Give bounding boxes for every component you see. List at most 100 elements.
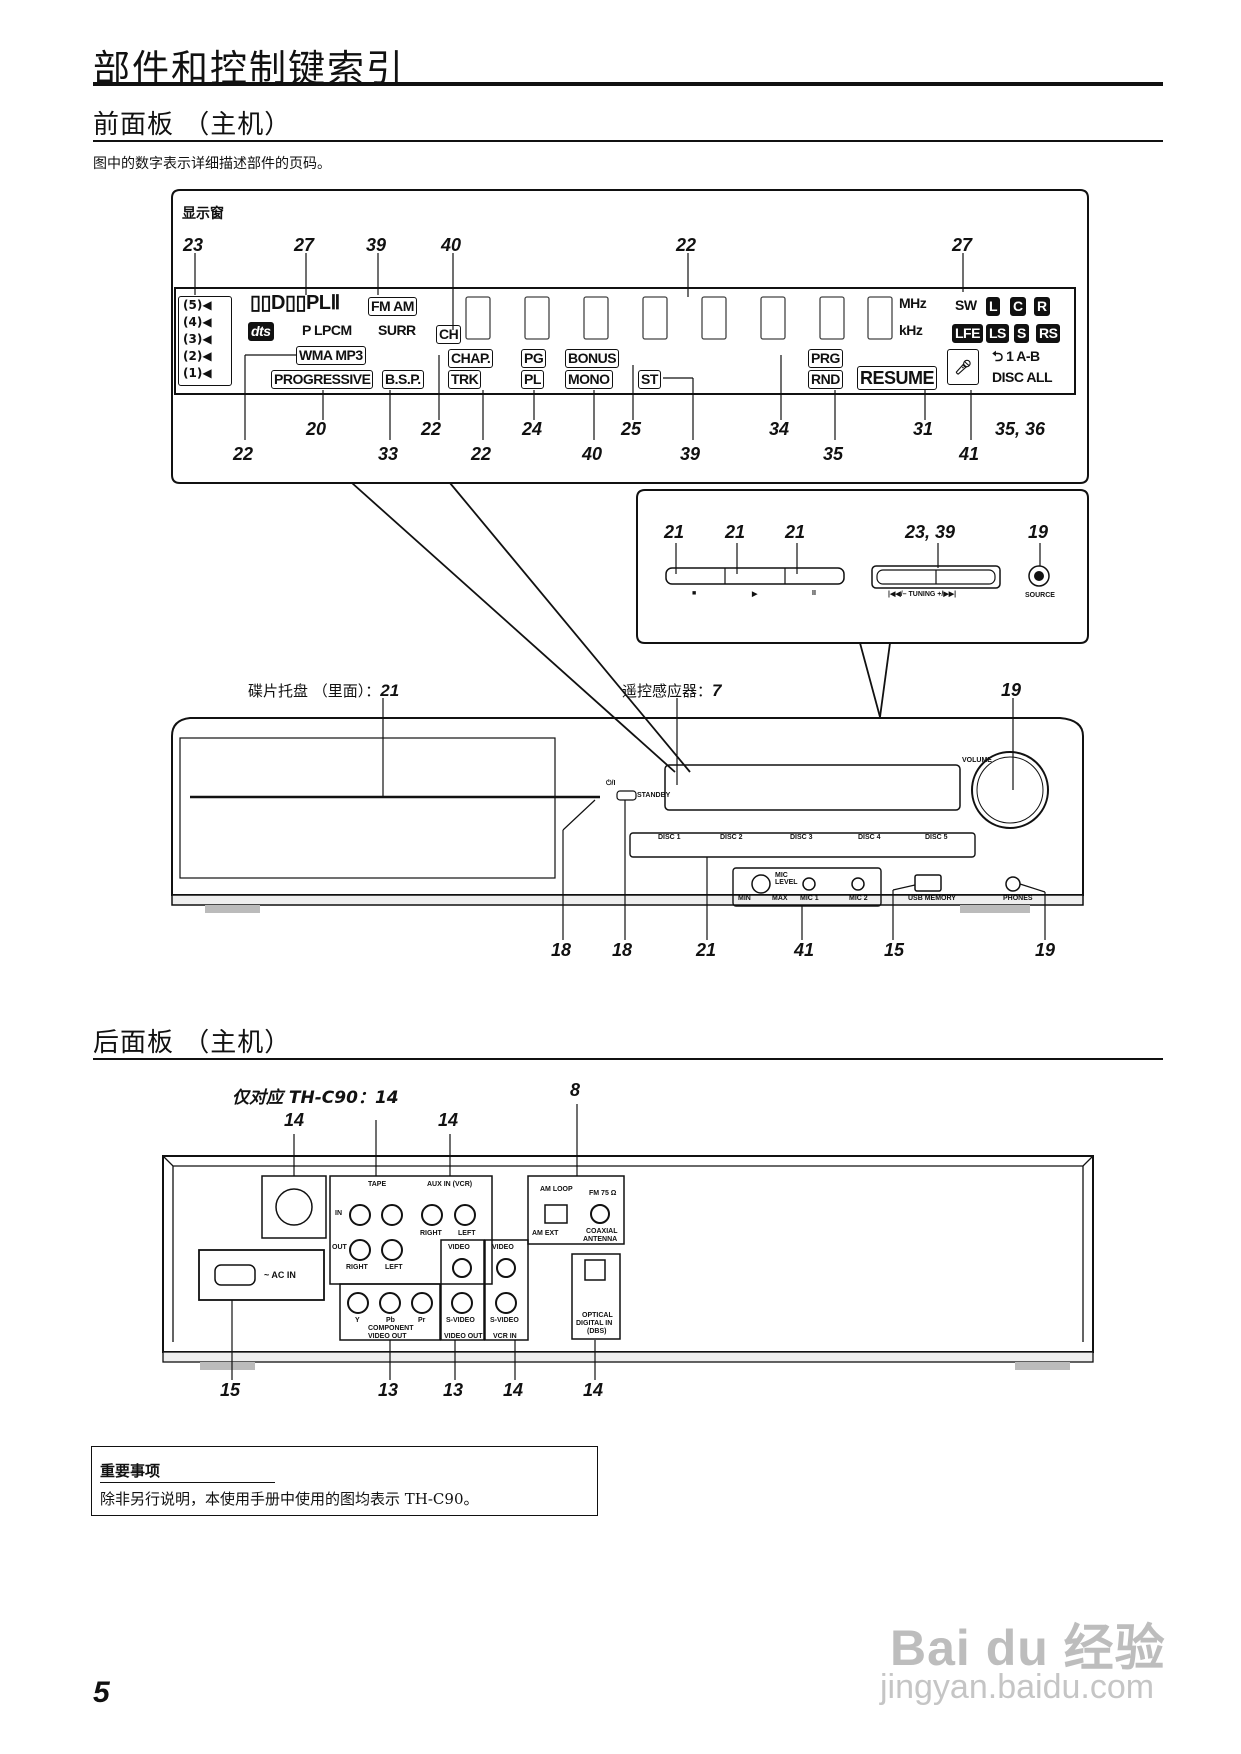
callout-35-36: 35, 36 [995, 419, 1046, 439]
dolby-pl2-indicator: ▯▯D▯▯PLⅡ [250, 292, 340, 314]
pr-label: Pr [418, 1317, 426, 1324]
disc-level-5: (5)◀ [183, 298, 212, 312]
dts-indicator: dts [248, 322, 274, 341]
callout-18a: 18 [551, 940, 572, 960]
bsp-indicator: B.S.P. [382, 370, 424, 389]
callout-40b: 40 [582, 444, 603, 464]
s-indicator: S [1014, 324, 1029, 343]
mono-indicator: MONO [565, 370, 613, 389]
aux-right-label: RIGHT [420, 1230, 442, 1237]
callout-source: 19 [1028, 522, 1049, 542]
front-heading-rule [93, 140, 1163, 142]
disc-1-button[interactable]: DISC 1 [658, 834, 681, 841]
disc-4-button[interactable]: DISC 4 [858, 834, 881, 841]
ac-in-label: ~ AC IN [264, 1270, 296, 1280]
disc-level-1: (1)◀ [183, 366, 212, 380]
pause-button[interactable]: II [812, 590, 816, 597]
callout-22c: 22 [233, 444, 254, 464]
fm-label: FM 75 Ω [589, 1190, 617, 1197]
wma-mp3-indicator: WMA MP3 [296, 346, 366, 365]
tape-label: TAPE [368, 1181, 387, 1188]
callout-play: 21 [725, 522, 746, 542]
ch-indicator: CH [436, 325, 462, 344]
pg-indicator: PG [521, 349, 547, 368]
rear-heading-rule [93, 1058, 1163, 1060]
disc-level-2: (2)◀ [183, 349, 212, 363]
callout-rear-8: 8 [570, 1080, 581, 1100]
watermark-url: jingyan.baidu.com [880, 1668, 1155, 1706]
disc-level-3: (3)◀ [183, 332, 212, 346]
callout-rear-14b: 14 [438, 1110, 459, 1130]
disc-5-button[interactable]: DISC 5 [925, 834, 948, 841]
th-c90-note: 仅对应 TH-C90：14 [232, 1088, 399, 1108]
dbs-label: (DBS) [587, 1328, 607, 1335]
callout-rear-15: 15 [220, 1380, 241, 1400]
pl-indicator: PL [521, 370, 544, 389]
callout-rear-14a: 14 [284, 1110, 305, 1130]
rs-indicator: RS [1036, 324, 1061, 343]
repeat-indicator: ⮌ 1 A-B [992, 348, 1040, 364]
tape-right-label: RIGHT [346, 1264, 368, 1271]
l-indicator: L [986, 297, 1001, 316]
page-number: 5 [93, 1676, 110, 1709]
mic-level-label: MIC LEVEL [775, 872, 798, 886]
callout-20: 20 [306, 419, 327, 439]
baidu-watermark: Bai du 经验 [890, 1620, 1166, 1676]
source-button[interactable]: SOURCE [1025, 592, 1055, 599]
aux-left-label: LEFT [458, 1230, 476, 1237]
page-description: 图中的数字表示详细描述部件的页码。 [93, 156, 331, 172]
callout-22d: 22 [471, 444, 492, 464]
callout-rear-14d: 14 [583, 1380, 604, 1400]
digital-in-label: DIGITAL IN [576, 1320, 613, 1327]
important-note-box [91, 1446, 598, 1516]
optical-label: OPTICAL [582, 1312, 613, 1319]
callout-15: 15 [884, 940, 905, 960]
callout-18b: 18 [612, 940, 633, 960]
antenna-label: ANTENNA [583, 1236, 618, 1243]
disc-tray-label: 碟片托盘 （里面）：21 [248, 681, 400, 700]
c-indicator: C [1010, 297, 1026, 316]
video-out-label: VIDEO OUT [368, 1333, 407, 1340]
aux-label: AUX IN (VCR) [427, 1181, 473, 1188]
in-label: IN [335, 1210, 342, 1217]
trk-indicator: TRK [448, 370, 482, 389]
callout-25: 25 [621, 419, 642, 439]
usb-label: USB MEMORY [908, 895, 956, 902]
play-button[interactable]: ▶ [752, 591, 758, 598]
disc-3-button[interactable]: DISC 3 [790, 834, 813, 841]
rnd-indicator: RND [808, 370, 843, 389]
prg-indicator: PRG [808, 349, 843, 368]
title-rule [93, 82, 1163, 86]
callout-27b: 27 [952, 235, 973, 255]
callout-volume: 19 [1001, 680, 1022, 700]
callout-39b: 39 [680, 444, 701, 464]
tuning-buttons[interactable]: |◀◀/– TUNING +/▶▶| [888, 591, 957, 598]
max-label: MAX [772, 895, 788, 902]
r-indicator: R [1034, 297, 1050, 316]
callout-21: 21 [696, 940, 717, 960]
callout-rear-13b: 13 [443, 1380, 464, 1400]
callout-rear-14c: 14 [503, 1380, 524, 1400]
ls-indicator: LS [986, 324, 1009, 343]
front-panel-heading: 前面板 （主机） [93, 110, 292, 140]
video-out-label-2: VIDEO OUT [444, 1333, 483, 1340]
y-label: Y [355, 1317, 360, 1324]
power-label: ⏻/I [606, 780, 616, 787]
disc-2-button[interactable]: DISC 2 [720, 834, 743, 841]
fm-am-indicator: FM AM [368, 297, 417, 316]
min-label: MIN [738, 895, 751, 902]
stop-button[interactable]: ■ [692, 590, 697, 597]
callout-23: 23 [183, 235, 204, 255]
coaxial-label: COAXIAL [586, 1228, 618, 1235]
callout-19: 19 [1035, 940, 1056, 960]
sw-indicator: SW [955, 297, 977, 313]
callout-pause: 21 [785, 522, 806, 542]
vcr-in-label: VCR IN [493, 1333, 517, 1340]
mic2-label: MIC 2 [849, 895, 868, 902]
am-loop-label: AM LOOP [540, 1186, 573, 1193]
disc-all-indicator: DISC ALL [992, 369, 1053, 385]
tape-left-label: LEFT [385, 1264, 403, 1271]
callout-rear-13a: 13 [378, 1380, 399, 1400]
callout-31: 31 [913, 419, 934, 439]
mhz-indicator: MHz [899, 295, 927, 311]
